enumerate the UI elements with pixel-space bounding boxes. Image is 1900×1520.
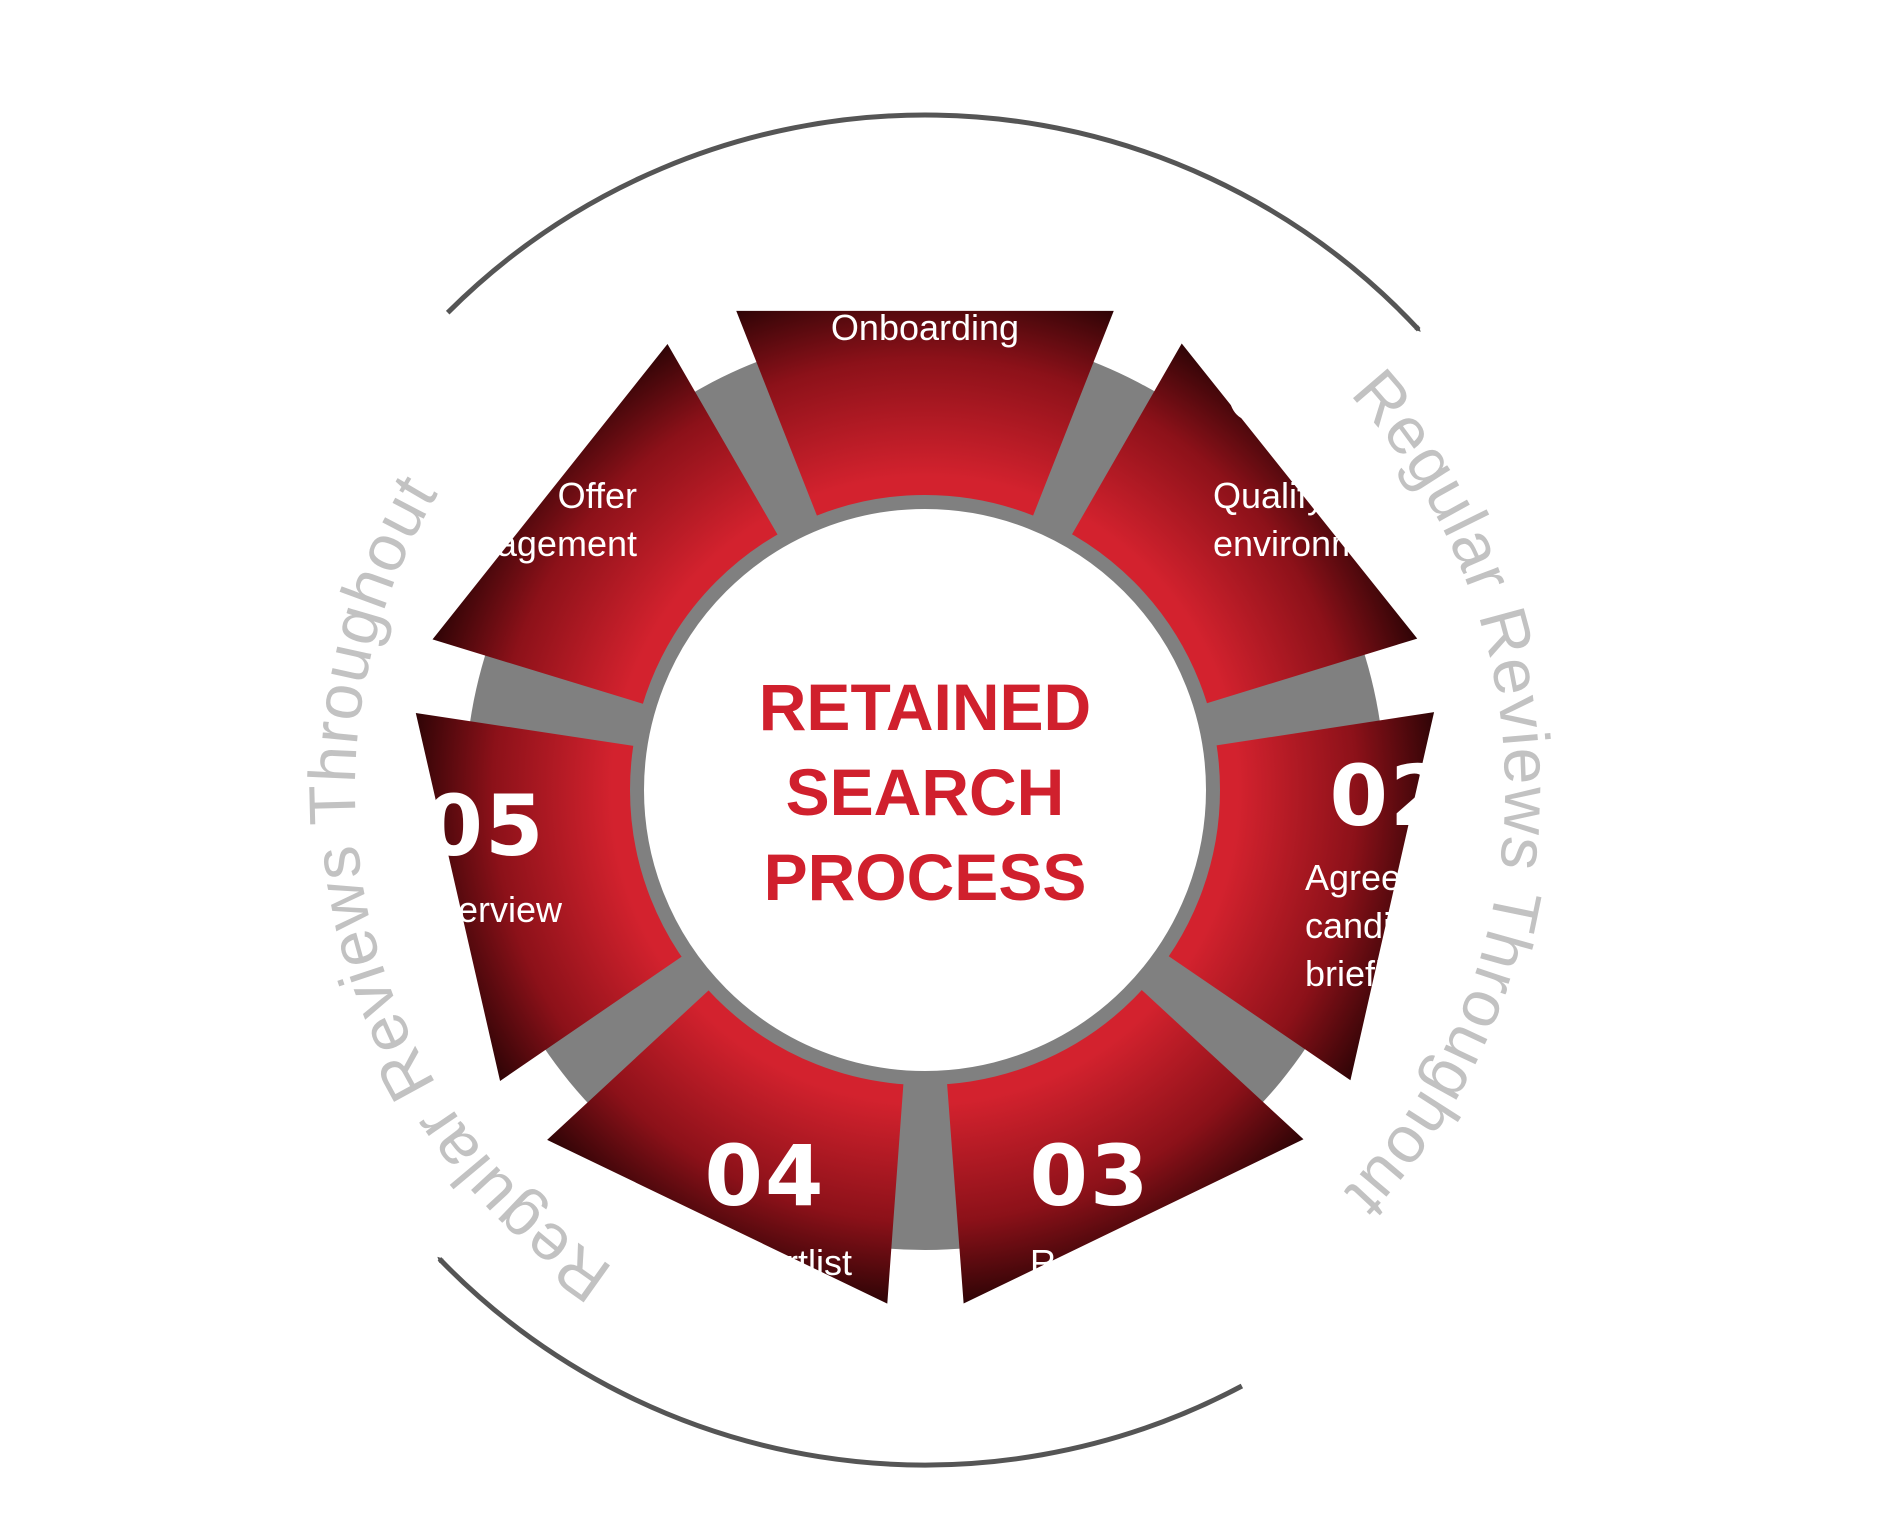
step-segment-shape-07 bbox=[736, 310, 1114, 530]
step-number-06: 06 bbox=[505, 337, 626, 435]
step-label-06-line-1: Offer bbox=[558, 475, 637, 516]
step-number-05: 05 bbox=[425, 777, 546, 875]
step-label-04-line-2: agreement bbox=[680, 1290, 852, 1331]
step-label-05-line-1: Interview bbox=[418, 889, 563, 930]
step-number-07: 07 bbox=[865, 192, 986, 290]
bottom-cycle-arrow bbox=[437, 1256, 1244, 1468]
center-title-line-1: RETAINED bbox=[759, 670, 1091, 744]
step-label-07-line-1: Onboarding bbox=[831, 307, 1019, 348]
step-number-01: 01 bbox=[1225, 342, 1346, 440]
step-label-02-line-3: briefing bbox=[1305, 953, 1423, 994]
step-label-03-line-1: Research bbox=[1030, 1242, 1184, 1283]
step-label-01-line-2: environment bbox=[1213, 523, 1411, 564]
step-segment-shape-02 bbox=[1156, 712, 1435, 1081]
center-circle bbox=[630, 495, 1220, 1085]
step-number-03: 03 bbox=[1030, 1127, 1151, 1225]
step-label-04-line-1: Shortlist bbox=[722, 1242, 852, 1283]
step-label-03-line-2: phase bbox=[1030, 1290, 1128, 1331]
step-label-02-line-1: Agree bbox=[1305, 857, 1401, 898]
step-label-06-line-2: management bbox=[427, 523, 637, 564]
center-title-line-3: PROCESS bbox=[764, 840, 1087, 914]
step-segment-shape-05 bbox=[415, 712, 694, 1081]
step-label-02-line-2: candidate bbox=[1305, 905, 1461, 946]
top-cycle-arrow bbox=[445, 112, 1421, 332]
step-number-04: 04 bbox=[705, 1127, 826, 1225]
step-number-02: 02 bbox=[1330, 747, 1451, 845]
center-title-line-2: SEARCH bbox=[786, 755, 1065, 829]
center-title: RETAINED SEARCH PROCESS bbox=[759, 670, 1091, 914]
step-label-01-line-1: Qualify role & bbox=[1213, 475, 1429, 516]
